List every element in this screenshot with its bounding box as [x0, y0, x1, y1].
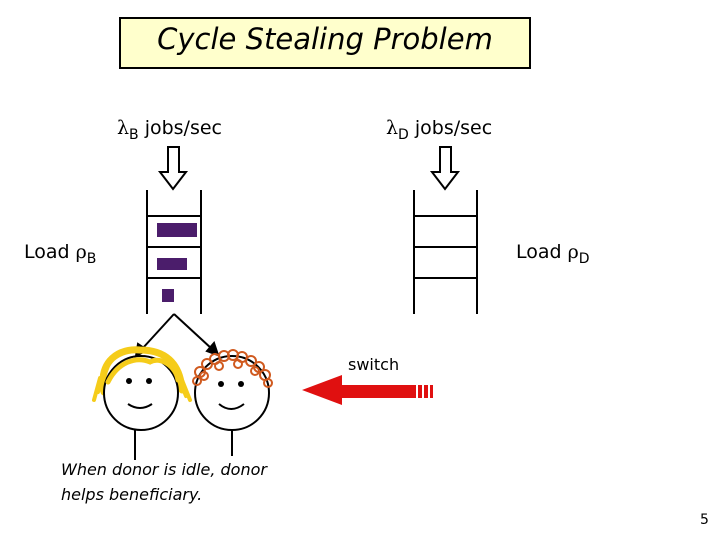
load-text: Load [516, 241, 568, 263]
rate-unit: jobs/sec [408, 117, 493, 139]
donor-person [192, 349, 273, 456]
caption-line: When donor is idle, donor [61, 460, 267, 479]
lambda-symbol: λ [117, 117, 130, 139]
queue-d [413, 190, 478, 314]
caption-line: helps beneficiary. [61, 485, 203, 504]
arrival-rate-d: λD jobs/sec [386, 117, 493, 143]
rate-unit: jobs/sec [138, 117, 222, 139]
rho-symbol: ρ [75, 241, 87, 263]
switch-label: switch [348, 355, 400, 374]
job-block [157, 258, 187, 270]
load-text: Load [24, 241, 76, 263]
switch-arrow [302, 375, 433, 405]
arrival-arrow-b [157, 146, 189, 191]
rho-symbol: ρ [567, 241, 579, 263]
page-number: 5 [700, 512, 709, 528]
arrival-rate-b: λB jobs/sec [117, 117, 222, 143]
slide-title: Cycle Stealing Problem [157, 22, 493, 56]
job-block [157, 223, 197, 237]
caption: When donor is idle, donor helps benefici… [61, 457, 267, 507]
subscript: D [578, 251, 590, 267]
load-b-label: Load ρB [24, 241, 96, 267]
subscript: B [86, 251, 97, 267]
title-box [119, 17, 531, 69]
job-block [162, 289, 174, 302]
subscript: D [398, 127, 409, 143]
queue-b [146, 190, 202, 314]
subscript: B [129, 127, 139, 143]
load-d-label: Load ρD [516, 241, 590, 267]
arrival-arrow-d [429, 146, 461, 191]
beneficiary-person [92, 346, 192, 460]
lambda-symbol: λ [386, 117, 399, 139]
